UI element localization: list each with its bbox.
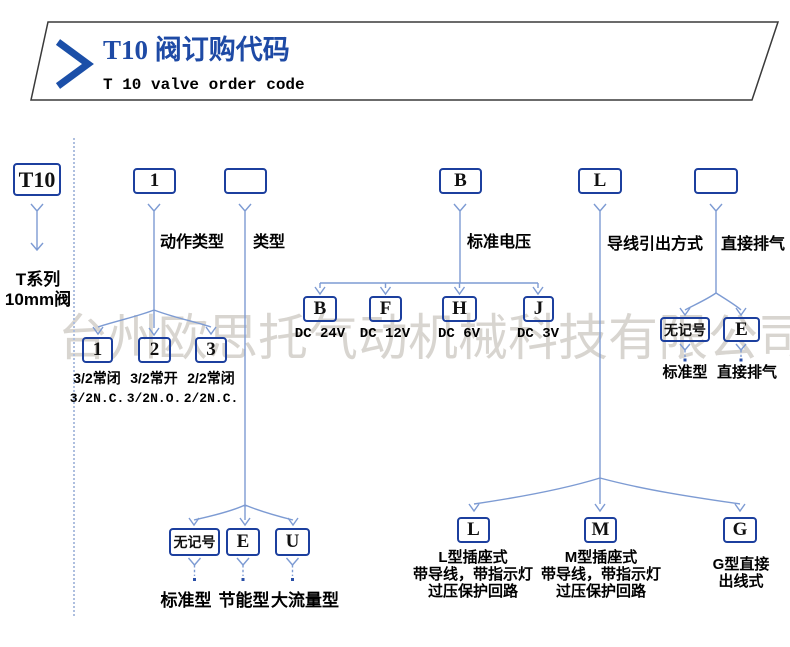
- branch-label-type: 类型: [253, 234, 286, 251]
- option-label-lead-m: M型插座式 带导线，带指示灯 过压保护回路: [541, 549, 661, 600]
- branch-label-lead: 导线引出方式: [607, 236, 704, 253]
- series-label-line1: T系列: [15, 270, 61, 289]
- watermark: 台州欧思托气动机械科技有限公司: [58, 310, 790, 366]
- lead-g-line2: 出线式: [718, 573, 764, 590]
- option-label-action-3-en: 2/2N.C.: [183, 391, 239, 406]
- option-box-type-e: E: [226, 528, 260, 556]
- option-label-type-u: 大流量型: [271, 591, 339, 610]
- option-label-voltage-j: DC 3V: [516, 326, 560, 342]
- page-title: T10 阀订购代码: [103, 35, 290, 65]
- code-box-exhaust: [694, 168, 738, 194]
- option-box-action-1: 1: [82, 337, 113, 363]
- option-label-lead-g: G型直接 出线式: [713, 556, 770, 590]
- option-box-voltage-j: J: [523, 296, 554, 322]
- option-label-voltage-b: DC 24V: [294, 326, 346, 342]
- series-label-line2: 10mm阀: [4, 290, 72, 309]
- code-box-voltage: B: [439, 168, 482, 194]
- branch-label-exhaust: 直接排气: [721, 236, 786, 253]
- option-label-action-2-en: 3/2N.O.: [126, 391, 182, 406]
- option-label-voltage-h: DC 6V: [437, 326, 481, 342]
- lead-g-line1: G型直接: [712, 556, 770, 573]
- option-label-lead-l: L型插座式 带导线，带指示灯 过压保护回路: [413, 549, 533, 600]
- option-box-exhaust-none: 无记号: [660, 317, 710, 342]
- option-box-type-u: U: [275, 528, 310, 556]
- code-box-action: 1: [133, 168, 176, 194]
- branch-label-action: 动作类型: [160, 234, 225, 251]
- option-label-type-none: 标准型: [160, 591, 212, 610]
- option-box-voltage-h: H: [442, 296, 477, 322]
- chevron-icon: [55, 39, 94, 89]
- option-box-action-3: 3: [195, 337, 227, 363]
- code-box-lead: L: [578, 168, 622, 194]
- left-divider: [73, 138, 75, 616]
- page-subtitle: T 10 valve order code: [103, 76, 305, 94]
- header-parallelogram: [30, 21, 780, 101]
- lead-l-line1: L型插座式: [438, 549, 508, 566]
- option-label-action-2-cn: 3/2常开: [130, 370, 178, 386]
- option-box-voltage-f: F: [369, 296, 402, 322]
- lead-l-line2: 带导线，带指示灯: [412, 566, 534, 583]
- option-label-voltage-f: DC 12V: [359, 326, 411, 342]
- option-box-voltage-b: B: [303, 296, 337, 322]
- lead-l-line3: 过压保护回路: [427, 583, 519, 600]
- option-box-lead-l: L: [457, 517, 490, 543]
- option-label-exhaust-none: 标准型: [662, 364, 708, 381]
- lead-m-line2: 带导线，带指示灯: [540, 566, 662, 583]
- option-box-type-none: 无记号: [169, 528, 220, 556]
- option-box-action-2: 2: [138, 337, 171, 363]
- header-frame: [30, 21, 780, 101]
- branch-label-voltage: 标准电压: [467, 234, 532, 251]
- code-box-t10: T10: [13, 163, 61, 196]
- code-box-type: [224, 168, 267, 194]
- lead-m-line3: 过压保护回路: [555, 583, 647, 600]
- option-label-action-3-cn: 2/2常闭: [187, 370, 235, 386]
- option-label-exhaust-e: 直接排气: [716, 364, 778, 381]
- option-label-action-1-cn: 3/2常闭: [73, 370, 121, 386]
- lead-m-line1: M型插座式: [564, 549, 638, 566]
- option-box-lead-m: M: [584, 517, 617, 543]
- option-label-type-e: 节能型: [218, 591, 270, 610]
- option-label-action-1-en: 3/2N.C.: [69, 391, 125, 406]
- option-box-exhaust-e: E: [723, 317, 760, 342]
- option-box-lead-g: G: [723, 517, 757, 543]
